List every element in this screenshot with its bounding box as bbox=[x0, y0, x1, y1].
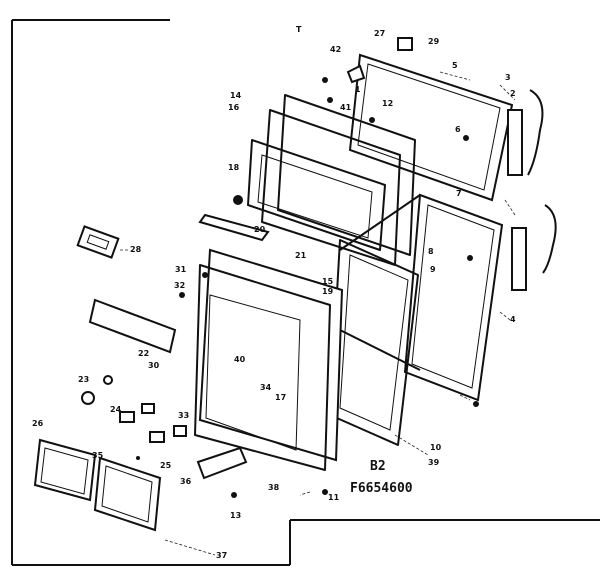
callout-36: 36 bbox=[180, 477, 192, 486]
callout-3: 3 bbox=[505, 73, 511, 82]
part-code: F6654600 bbox=[350, 481, 413, 496]
callout-14: 14 bbox=[230, 91, 242, 100]
freezer-liner bbox=[247, 94, 416, 266]
small-parts bbox=[76, 37, 413, 498]
callout-30: 30 bbox=[148, 361, 160, 370]
callout-19: 19 bbox=[322, 287, 334, 296]
callout-17: 17 bbox=[275, 393, 286, 402]
fresh-food-gasket bbox=[329, 239, 419, 446]
callout-11: 11 bbox=[328, 493, 340, 502]
callout-6: 6 bbox=[455, 125, 461, 134]
door-shelf-bar bbox=[88, 213, 270, 354]
freezer-door bbox=[348, 53, 514, 202]
callout-32: 32 bbox=[174, 281, 185, 290]
callout-33: 33 bbox=[178, 411, 189, 420]
callout-40: 40 bbox=[234, 355, 246, 364]
frame-lines bbox=[11, 19, 600, 566]
callout-labels: 1 2 3 4 5 6 7 8 9 10 11 12 13 14 15 16 1… bbox=[32, 29, 516, 560]
model-label: B2 bbox=[370, 459, 386, 474]
callout-42: 42 bbox=[330, 45, 341, 54]
callout-18: 18 bbox=[228, 163, 240, 172]
callout-29: 29 bbox=[428, 37, 440, 46]
callout-23: 23 bbox=[78, 375, 89, 384]
callout-27: 27 bbox=[374, 29, 385, 38]
fresh-food-liner bbox=[194, 248, 344, 471]
callout-7: 7 bbox=[456, 189, 462, 198]
callout-9: 9 bbox=[430, 265, 436, 274]
callout-25: 25 bbox=[160, 461, 172, 470]
callout-31: 31 bbox=[175, 265, 187, 274]
top-mark: T bbox=[296, 25, 302, 34]
callout-4: 4 bbox=[510, 315, 516, 324]
callout-41: 41 bbox=[340, 103, 352, 112]
freezer-handle bbox=[507, 89, 544, 176]
callout-26: 26 bbox=[32, 419, 44, 428]
callout-16: 16 bbox=[228, 103, 240, 112]
callout-13: 13 bbox=[230, 511, 241, 520]
callout-20: 20 bbox=[254, 225, 266, 234]
callout-15: 15 bbox=[322, 277, 334, 286]
callout-34: 34 bbox=[260, 383, 272, 392]
callout-1: 1 bbox=[355, 85, 361, 94]
callout-37: 37 bbox=[216, 551, 227, 560]
crisper-covers bbox=[33, 438, 162, 532]
callout-21: 21 bbox=[295, 251, 307, 260]
callout-39: 39 bbox=[428, 458, 440, 467]
fresh-food-door bbox=[309, 193, 504, 407]
callout-35: 35 bbox=[92, 451, 104, 460]
callout-28: 28 bbox=[130, 245, 142, 254]
callout-2: 2 bbox=[510, 89, 516, 98]
fresh-food-handle bbox=[511, 204, 557, 291]
callout-8: 8 bbox=[428, 247, 434, 256]
leader-lines bbox=[120, 71, 516, 556]
callout-22: 22 bbox=[138, 349, 149, 358]
callout-12: 12 bbox=[382, 99, 393, 108]
callout-24: 24 bbox=[110, 405, 122, 414]
callout-5: 5 bbox=[452, 61, 458, 70]
callout-38: 38 bbox=[268, 483, 280, 492]
callout-10: 10 bbox=[430, 443, 442, 452]
